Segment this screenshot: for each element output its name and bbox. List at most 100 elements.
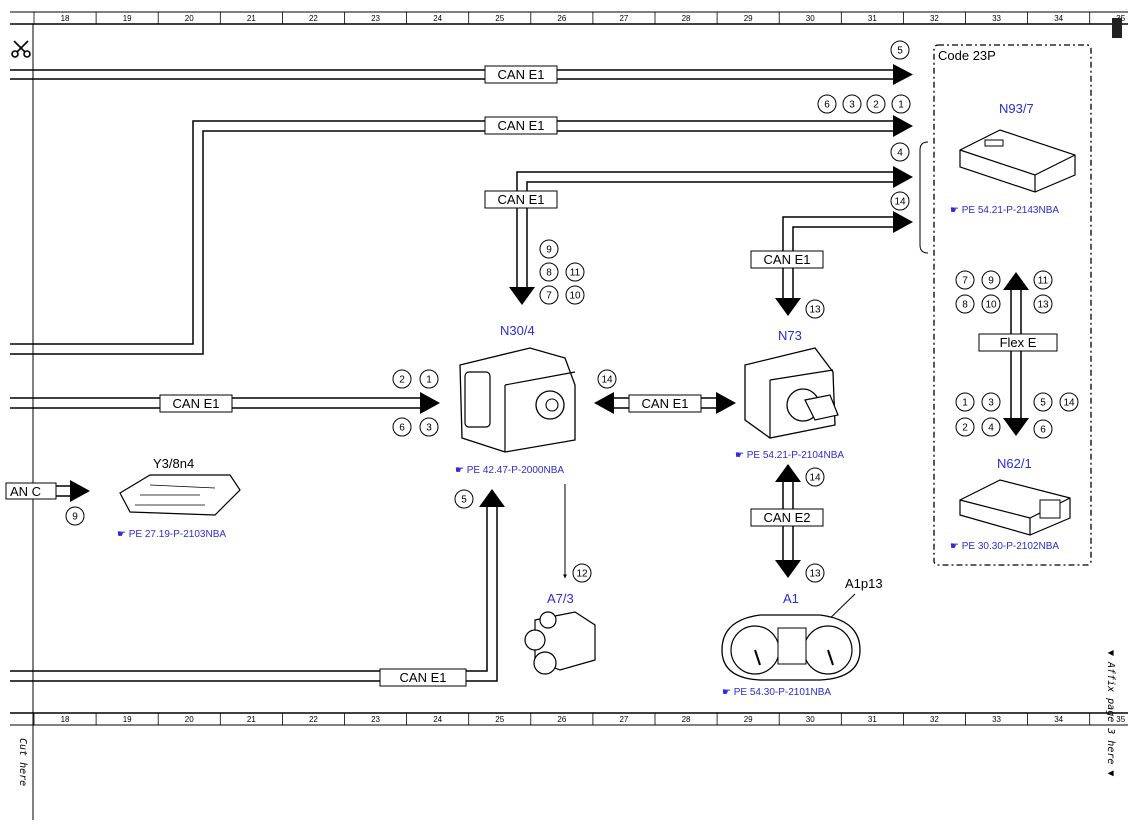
pin-number-c10-fx: 10 bbox=[981, 294, 1001, 314]
bottom-ruler-tick-label: 23 bbox=[371, 715, 380, 724]
n73-ref: ☛ PE 54.21-P-2104NBA bbox=[735, 450, 844, 461]
a1-name: A1 bbox=[783, 591, 799, 606]
pin-number-c2-in: 2 bbox=[392, 369, 412, 389]
bottom-ruler-tick-label: 32 bbox=[930, 715, 939, 724]
can-e1-left-label: CAN E1 bbox=[173, 396, 220, 411]
can-c-label: AN C bbox=[10, 484, 41, 499]
pin-number-text: 14 bbox=[601, 375, 613, 386]
can-e2-label: CAN E2 bbox=[764, 510, 811, 525]
pin-number-text: 8 bbox=[546, 268, 552, 279]
can-e2-bus: CAN E2 bbox=[750, 464, 824, 578]
top-ruler-tick-label: 34 bbox=[1054, 14, 1063, 23]
top-ruler-tick-label: 27 bbox=[619, 14, 628, 23]
pin-number-c4: 4 bbox=[890, 142, 910, 162]
y3-8n4-name: Y3/8n4 bbox=[153, 456, 194, 471]
cut-here-label: Cut here bbox=[17, 738, 28, 786]
pin-number-c14-fx: 14 bbox=[1059, 392, 1079, 412]
instrument-cluster-icon bbox=[721, 614, 861, 681]
can-e1-n73-bus: CAN E1 bbox=[750, 211, 913, 316]
pin-number-text: 3 bbox=[988, 398, 994, 409]
top-ruler-tick-label: 33 bbox=[992, 14, 1001, 23]
pin-number-text: 14 bbox=[809, 473, 821, 484]
bottom-ruler-tick-label: 21 bbox=[247, 715, 256, 724]
pin-number-c1-fx: 1 bbox=[955, 392, 975, 412]
can-e1-bottom-bus: CAN E1 bbox=[10, 489, 505, 687]
pin-number-c9-y3: 9 bbox=[65, 506, 85, 526]
top-ruler-tick-label: 30 bbox=[806, 14, 815, 23]
flex-e-bus: Flex E bbox=[978, 272, 1058, 436]
flex-e-label: Flex E bbox=[1000, 335, 1037, 350]
top-ruler-tick-label: 26 bbox=[557, 14, 566, 23]
pin-number-text: 4 bbox=[897, 148, 903, 159]
can-e1-left-bus: CAN E1 bbox=[10, 392, 440, 414]
a1-ref: ☛ PE 54.30-P-2101NBA bbox=[722, 687, 831, 698]
pin-number-c8-n30: 8 bbox=[539, 262, 559, 282]
pin-number-c10-n30: 10 bbox=[565, 285, 585, 305]
top-ruler-tick-label: 29 bbox=[744, 14, 753, 23]
n93-7-module: N93/7 ☛ PE 54.21-P-2143NBA bbox=[950, 101, 1076, 216]
bottom-ruler-tick-label: 28 bbox=[682, 715, 691, 724]
pin-number-c9-fx: 9 bbox=[981, 270, 1001, 290]
n73-name: N73 bbox=[778, 328, 802, 343]
pin-number-text: 13 bbox=[1037, 300, 1049, 311]
pin-number-c14-top: 14 bbox=[890, 191, 910, 211]
pin-number-c3: 3 bbox=[842, 94, 862, 114]
pin-number-text: 2 bbox=[399, 375, 405, 386]
bottom-ruler-tick-label: 31 bbox=[868, 715, 877, 724]
pin-number-c14-e2: 14 bbox=[805, 467, 825, 487]
a1p13-name: A1p13 bbox=[845, 576, 883, 591]
pin-number-c5-n30: 5 bbox=[454, 489, 474, 509]
top-ruler-tick-label: 20 bbox=[185, 14, 194, 23]
can-e1-n304-n73-label: CAN E1 bbox=[642, 396, 689, 411]
pin-number-c1-in: 1 bbox=[419, 369, 439, 389]
a7-3-name: A7/3 bbox=[547, 591, 574, 606]
scissors-icon bbox=[11, 40, 31, 58]
top-ruler-tick-label: 24 bbox=[433, 14, 442, 23]
can-e1-top-label: CAN E1 bbox=[498, 67, 545, 82]
n93-7-module-icon bbox=[959, 129, 1076, 193]
can-c-bus: AN C bbox=[5, 480, 90, 502]
pin-number-text: 9 bbox=[72, 512, 78, 523]
n30-4-module-icon bbox=[459, 347, 576, 453]
pin-number-c8-fx: 8 bbox=[955, 294, 975, 314]
pin-number-text: 11 bbox=[570, 268, 581, 279]
top-ruler-tick-label: 32 bbox=[930, 14, 939, 23]
pin-number-text: 7 bbox=[962, 276, 968, 287]
pin-number-text: 2 bbox=[873, 100, 879, 111]
ignition-switch-icon bbox=[744, 347, 839, 439]
pin-number-text: 14 bbox=[894, 197, 906, 208]
bottom-ruler-tick-label: 34 bbox=[1054, 715, 1063, 724]
pin-number-c13-fx: 13 bbox=[1033, 294, 1053, 314]
page-corner-mark bbox=[1112, 18, 1122, 38]
pin-number-c5-fx: 5 bbox=[1033, 392, 1053, 412]
can-e1-n73-label: CAN E1 bbox=[764, 252, 811, 267]
pin-number-c11-n30: 11 bbox=[565, 262, 585, 282]
pin-number-c6-in: 6 bbox=[392, 417, 412, 437]
pin-number-c14-mid: 14 bbox=[597, 369, 617, 389]
bottom-ruler-tick-label: 22 bbox=[309, 715, 318, 724]
pin-number-text: 3 bbox=[849, 100, 855, 111]
pin-number-c5-top: 5 bbox=[890, 40, 910, 60]
pin-number-c9-n30: 9 bbox=[539, 239, 559, 259]
pin-number-text: 6 bbox=[399, 423, 405, 434]
y3-8n4-ref: ☛ PE 27.19-P-2103NBA bbox=[117, 529, 226, 540]
y3-8n4-module: Y3/8n4 ☛ PE 27.19-P-2103NBA bbox=[117, 456, 241, 540]
affix-page-label: ▼ Affix page 3 here ▼ bbox=[1105, 650, 1116, 776]
pin-number-text: 5 bbox=[461, 495, 467, 506]
pin-number-c3-in: 3 bbox=[419, 417, 439, 437]
pin-number-text: 13 bbox=[809, 305, 821, 316]
pin-number-text: 1 bbox=[898, 100, 904, 111]
a1-instrument-cluster: A1 A1p13 ☛ PE 54.30-P-2101NBA bbox=[721, 576, 883, 698]
n62-1-module-icon bbox=[959, 479, 1071, 536]
pin-number-text: 14 bbox=[1063, 398, 1075, 409]
pin-number-c13-n73: 13 bbox=[805, 299, 825, 319]
n93-7-name: N93/7 bbox=[999, 101, 1034, 116]
pin-number-text: 12 bbox=[576, 569, 588, 580]
code-23p-label: Code 23P bbox=[938, 48, 996, 63]
pin-number-text: 1 bbox=[426, 375, 432, 386]
pin-number-text: 10 bbox=[569, 291, 581, 302]
can-e1-second-bus: CAN E1 bbox=[10, 115, 913, 355]
n62-1-name: N62/1 bbox=[997, 456, 1032, 471]
